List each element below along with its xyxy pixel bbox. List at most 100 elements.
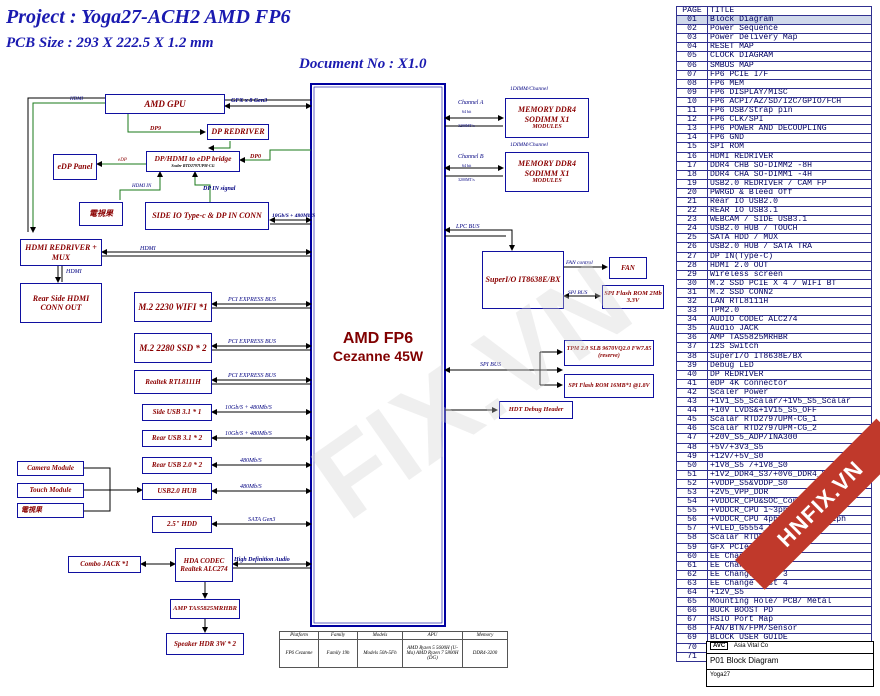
page-title-cell: USB2.0 HUB / SATA TRA [707,242,872,253]
page-number-cell: 59 [676,542,708,553]
dp-redriver-block[interactable]: DP REDRIVER [207,124,269,140]
page-title-cell: eDP 4K Connector [707,378,872,389]
camera-block[interactable]: Camera Module [17,461,84,476]
page-number-cell: 25 [676,233,708,244]
fan-block[interactable]: FAN [609,257,647,279]
bus-channel-a-mt: 3200MT/s [458,123,475,128]
hdd-block[interactable]: 2.5" HDD [152,516,212,533]
bus-edp: eDP [118,158,127,163]
spi-rom-16mb-block[interactable]: SPI Flash ROM 16MB*1 @1.8V [564,374,654,398]
page-title-cell: REAR IO USB3.1 [707,206,872,217]
page-number-cell: 44 [676,406,708,417]
document-no: Document No : X1.0 [299,56,427,72]
page-number-cell: 43 [676,397,708,408]
amp-block[interactable]: AMP TAS5825MRHBR [170,599,240,619]
page-title-cell: Audio JACK [707,324,872,335]
dp-hdmi-bridge-block[interactable]: DP/HDMI to eDP bridge Scaler RTD2797UPM-… [146,151,240,172]
page-number-cell: 26 [676,242,708,253]
page-title-cell: +10V LVDS&+1V15_S5_OFF [707,406,872,417]
m2-wifi-block[interactable]: M.2 2230 WIFI *1 [134,292,212,322]
memory-b-block[interactable]: MEMORY DDR4 SODIMM X1 MODULES [505,152,589,192]
page-number-cell: 19 [676,178,708,189]
touch-block[interactable]: Touch Module [17,483,84,498]
dp-redriver-label: DP REDRIVER [211,127,265,137]
family-cell: Family 19h [318,639,358,668]
page-table-row: 43+1V1_S5_Scalar/+1V5_S5_Scalar [676,397,872,408]
usb-hub-block[interactable]: USB2.0 HUB [142,483,212,500]
m2-ssd-block[interactable]: M.2 2280 SSD * 2 [134,333,212,363]
rear-hdmi-block[interactable]: Rear Side HDMI CONN OUT [20,283,102,323]
page-number-cell: 32 [676,296,708,308]
cpu-label: AMD FP6 Cezanne 45W [311,330,445,364]
video-switch2-block[interactable]: 電視果 [17,503,84,518]
page-number-cell: 09 [676,87,708,98]
page-table-row: 51+1V2_DDR4_S3/+0V6_DDR4_VTT [676,469,872,480]
page-number-cell: 40 [676,369,708,380]
side-io-block[interactable]: SIDE IO Type-c & DP IN CONN [145,202,269,230]
hda-codec-block[interactable]: HDA CODEC Realtek ALC274 [175,548,233,582]
superio-block[interactable]: SuperI/O IT8638E/BX [482,251,564,309]
page-title-cell: DDR4 CHA SO-DIMM1 -4H [707,169,872,180]
cpu-codename: Cezanne 45W [332,348,424,364]
hdt-debug-block[interactable]: HDT Debug Header [499,401,573,419]
page-table-row: 52+VDDP_S5&VDDP_S0 [676,478,872,489]
hdd-label: 2.5" HDD [167,520,197,529]
memory-a-label: MEMORY DDR4 SODIMM X1 [517,105,576,124]
family-header: Family [318,631,358,640]
hdmi-redriver-block[interactable]: HDMI REDRIVER + MUX [20,239,102,266]
page-title-cell: Wireless screen [707,269,872,280]
page-number-cell: 29 [676,269,708,280]
models-cell: Models 50h-5Fh [357,639,403,668]
edp-panel-block[interactable]: eDP Panel [53,154,97,180]
rear-usb20-block[interactable]: Rear USB 2.0 * 2 [142,457,212,474]
page-title-cell: SPI ROM [707,142,872,153]
hdt-debug-label: HDT Debug Header [508,406,564,414]
bus-pcie-wifi: PCI EXPRESS BUS [228,297,276,303]
page-number-cell: 38 [676,351,708,362]
bus-pcie-ssd: PCI EXPRESS BUS [228,339,276,345]
project-name: Yoga27 [710,672,731,678]
lan-label: Realtek RTL8111H [145,377,201,386]
fan-label: FAN [621,263,635,272]
models-header: Models [357,631,403,640]
platform-table: Platform Family Models APU Memory FP6 Ce… [279,631,508,668]
lan-block[interactable]: Realtek RTL8111H [134,370,212,394]
page-number-cell: 37 [676,342,708,353]
amd-gpu-block[interactable]: AMD GPU [105,94,225,114]
rear-usb31-block[interactable]: Rear USB 3.1 * 2 [142,430,212,447]
page-title-cell: SMBUS MAP [707,60,872,71]
page-title-cell: FP6 GND [707,133,872,144]
page-title-cell: PWRGD & Bleed Off [707,187,872,198]
spi-rom-2mb-block[interactable]: SPI Flash ROM 2Mb 3.3V [602,285,664,309]
side-usb31-block[interactable]: Side USB 3.1 * 1 [142,404,212,421]
page-number-cell: 17 [676,160,708,171]
page-number-cell: 13 [676,124,708,135]
diagram-title: P01 Block Diagram [707,654,873,670]
video-switch-block[interactable]: 電視果 [79,202,123,226]
page-col-header: PAGE [676,5,708,17]
page-number-cell: 68 [676,624,708,635]
speaker-block[interactable]: Speaker HDR 3W * 2 [166,633,244,655]
page-title-cell: DDR4 CHB SO-DIMM2 -8H [707,160,872,171]
page-number-cell: 61 [676,560,708,571]
page-table-row: 49+12V/+5V_S0 [676,451,872,462]
rear-usb20-label: Rear USB 2.0 * 2 [151,461,203,470]
page-number-cell: 52 [676,478,708,489]
tpm-block[interactable]: TPM 2.0 SLB 9670VQ2.0 FW7.85 (reserve) [564,340,654,366]
combo-jack-block[interactable]: Combo JACK *1 [68,556,141,573]
memory-a-block[interactable]: MEMORY DDR4 SODIMM X1 MODULES [505,98,589,138]
